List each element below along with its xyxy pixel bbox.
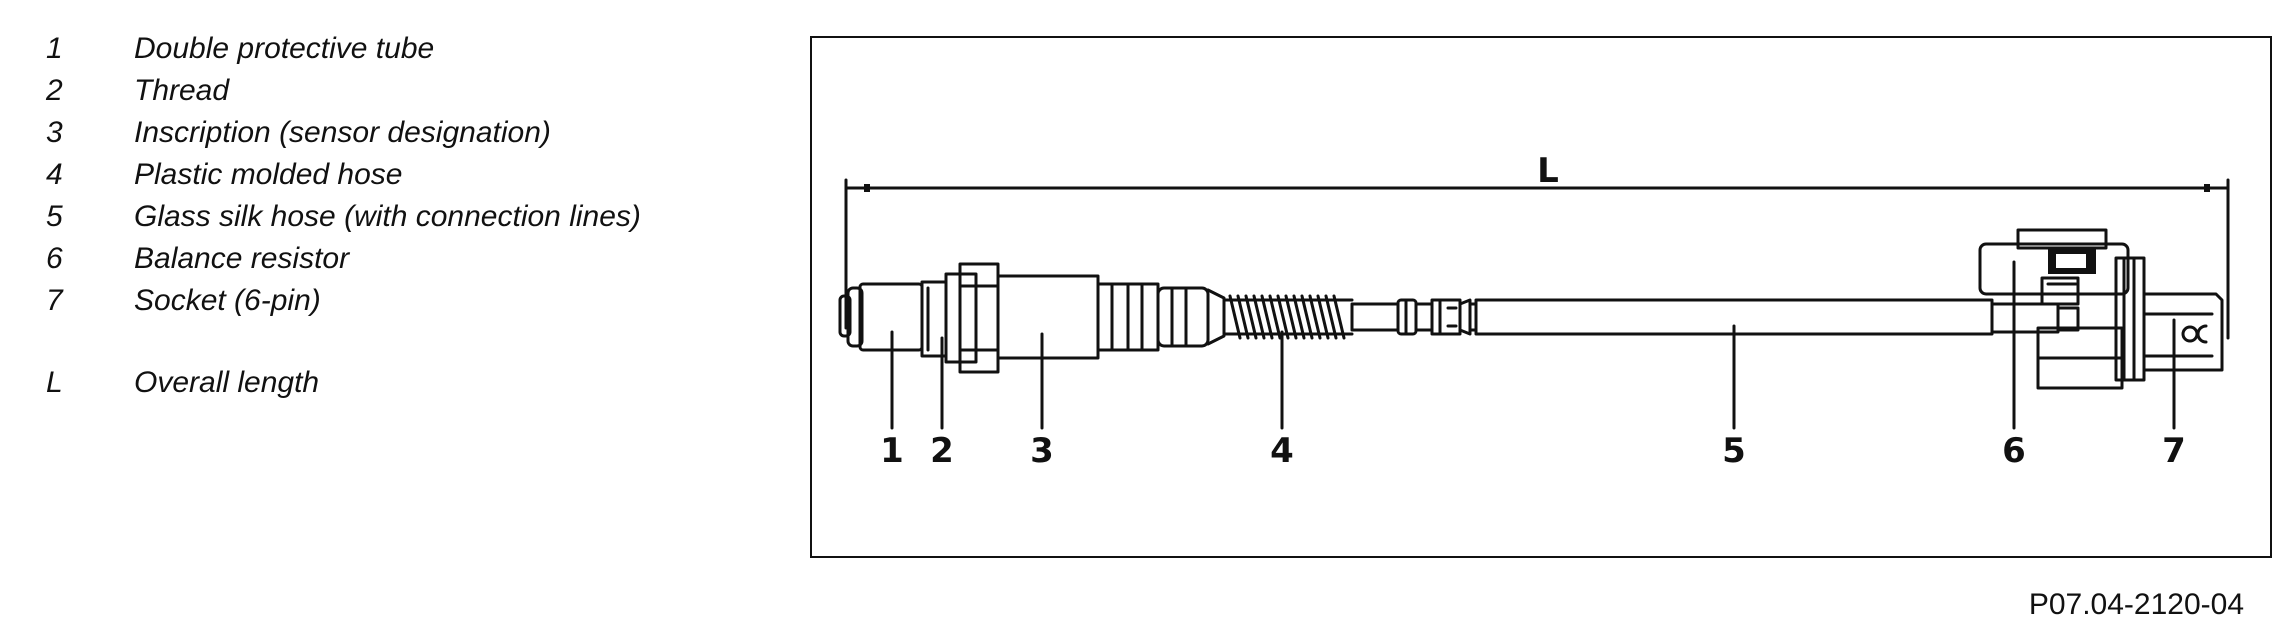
legend-label: Socket (6-pin) [134,284,321,317]
legend-number: 2 [46,74,63,107]
legend-label: Inscription (sensor designation) [134,116,551,149]
figure-id: P07.04-2120-04 [2028,588,2244,621]
legend-item-2: 2 Thread [44,70,641,112]
legend-spacer [44,322,641,362]
sensor-body [996,274,1226,360]
plastic-molded-hose [1222,294,1472,340]
callout-6: 6 [2002,431,2026,471]
dimension-line [844,178,2230,340]
legend-item-7: 7 Socket (6-pin) [44,280,641,322]
oxygen-sensor-drawing: L [838,151,2230,471]
legend-number: 6 [46,242,63,275]
glass-silk-hose [1468,298,1994,336]
protective-tube [838,282,924,352]
legend-number: 5 [46,200,63,233]
legend-item-1: 1 Double protective tube [44,28,641,70]
legend-label: Double protective tube [134,32,435,65]
diagram-frame: L [810,36,2272,558]
connector-assembly [1978,228,2224,390]
legend-item-4: 4 Plastic molded hose [44,154,641,196]
legend-label: Thread [134,74,230,107]
callout-4: 4 [1270,431,1294,471]
callout-2: 2 [930,431,954,471]
callout-5: 5 [1722,431,1746,471]
legend-number: 7 [46,284,63,317]
callout-7: 7 [2162,431,2186,471]
callout-1: 1 [880,431,904,471]
legend-label: Plastic molded hose [134,158,403,191]
callout-3: 3 [1030,431,1054,471]
legend-item-3: 3 Inscription (sensor designation) [44,112,641,154]
legend-label: Overall length [134,366,320,399]
legend-item-overall-length: L Overall length [44,362,641,404]
legend: 1 Double protective tube 2 Thread 3 Insc… [44,28,641,404]
legend-label: Balance resistor [134,242,350,275]
legend-number: L [46,366,63,399]
legend-number: 3 [46,116,63,149]
legend-label: Glass silk hose (with connection lines) [134,200,641,233]
leader-lines [890,260,2176,430]
legend-number: 4 [46,158,63,191]
legend-number: 1 [46,32,63,65]
thread-hex [920,262,1000,374]
legend-item-6: 6 Balance resistor [44,238,641,280]
legend-item-5: 5 Glass silk hose (with connection lines… [44,196,641,238]
dimension-label: L [1537,151,1559,191]
